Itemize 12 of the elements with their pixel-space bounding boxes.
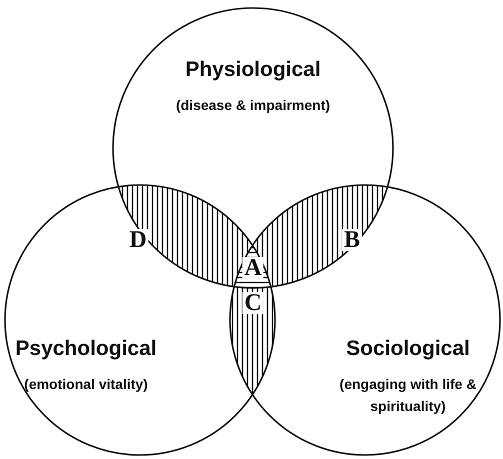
region-letter: A <box>242 257 264 279</box>
circle-title: Sociological <box>346 337 470 361</box>
circle-subtitle: (emotional vitality) <box>24 375 148 394</box>
venn-circle <box>230 185 500 455</box>
region-letter: B <box>342 229 362 251</box>
venn-circle <box>5 185 275 455</box>
region-letter: C <box>242 292 264 314</box>
circle-title: Psychological <box>15 337 157 361</box>
circle-subtitle: (disease & impairment) <box>176 96 330 115</box>
circle-title: Physiological <box>185 58 321 82</box>
venn-circle <box>113 8 393 288</box>
circle-subtitle: (engaging with life & spirituality) <box>338 375 478 416</box>
